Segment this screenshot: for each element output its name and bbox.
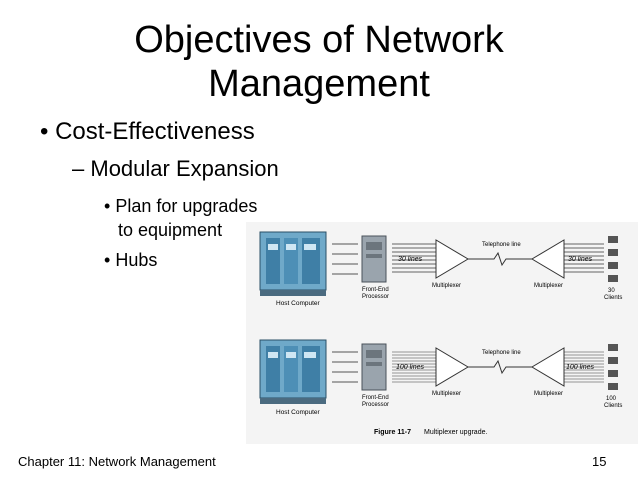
mux-label-bottom-left: Multiplexer	[432, 391, 461, 397]
lines-label-top-right: 30 lines	[568, 256, 593, 263]
figure-caption-number: Figure 11-7	[374, 429, 411, 436]
bullet-text: Modular Expansion	[90, 156, 279, 181]
line-bundle-left	[392, 351, 436, 383]
figure-row-bottom: Host Computer Front-End Processor	[259, 339, 622, 416]
bullet-text-line2: to equipment	[118, 220, 223, 240]
footer-page-number: 15	[592, 454, 607, 469]
clients-count-top: 30	[608, 288, 615, 294]
client-icons-top	[608, 236, 618, 282]
figure-row-top: Host Computer Front-End Processor 30 lin…	[259, 231, 622, 307]
fep-label-top-1: Front-End	[362, 287, 389, 293]
lines-host-fep	[332, 351, 358, 383]
telephone-line	[468, 251, 532, 267]
bullet-text: Cost-Effectiveness	[55, 118, 255, 145]
bullet-dot: •	[104, 196, 111, 216]
bullet-plan-upgrades: • Plan for upgrades to equipment	[104, 194, 257, 242]
bullet-dash: –	[72, 156, 85, 181]
telephone-label-bottom: Telephone line	[482, 350, 521, 356]
host-label-bottom: Host Computer	[276, 409, 321, 416]
lines-host-fep	[332, 243, 358, 275]
bullet-hubs: • Hubs	[104, 250, 157, 271]
bullet-dot: •	[40, 118, 49, 145]
multiplexer-left-icon	[435, 239, 469, 279]
telephone-label-top: Telephone line	[482, 242, 521, 248]
bullet-dot: •	[104, 250, 111, 270]
bullet-modular-expansion: – Modular Expansion	[72, 156, 279, 182]
multiplexer-upgrade-figure: Host Computer Front-End Processor 30 lin…	[246, 222, 638, 444]
mux-label-top-left: Multiplexer	[432, 283, 461, 289]
figure-caption-text: Multiplexer upgrade.	[424, 429, 487, 436]
mux-label-top-right: Multiplexer	[534, 283, 563, 289]
multiplexer-left-icon	[435, 347, 469, 387]
fep-label-bottom-1: Front-End	[362, 395, 389, 401]
front-end-processor-icon	[361, 343, 387, 391]
clients-count-bottom: 100	[606, 396, 617, 402]
fep-label-top-2: Processor	[362, 294, 389, 300]
title-line-2: Management	[208, 63, 430, 105]
line-bundle-right	[564, 351, 604, 383]
front-end-processor-icon	[361, 235, 387, 283]
mux-label-bottom-right: Multiplexer	[534, 391, 563, 397]
lines-label-bottom-right: 100 lines	[566, 364, 595, 371]
fep-label-bottom-2: Processor	[362, 402, 389, 408]
lines-label-top-left: 30 lines	[398, 256, 423, 263]
line-bundle-left	[392, 243, 436, 273]
multiplexer-right-icon	[531, 239, 565, 279]
host-label-top: Host Computer	[276, 300, 321, 307]
host-computer-icon	[259, 339, 327, 404]
client-icons-bottom	[608, 344, 618, 390]
footer-chapter: Chapter 11: Network Management	[18, 454, 216, 469]
telephone-line	[468, 359, 532, 375]
title-line-1: Objectives of Network	[134, 19, 504, 61]
slide-title: Objectives of Network Management	[0, 18, 638, 106]
line-bundle-right	[564, 243, 604, 273]
clients-label-bottom: Clients	[604, 403, 622, 409]
bullet-text: Hubs	[115, 250, 158, 270]
bullet-cost-effectiveness: • Cost-Effectiveness	[40, 118, 255, 146]
lines-label-bottom-left: 100 lines	[396, 364, 425, 371]
host-computer-icon	[259, 231, 327, 296]
bullet-text-line1: Plan for upgrades	[115, 196, 258, 216]
clients-label-top: Clients	[604, 295, 622, 301]
